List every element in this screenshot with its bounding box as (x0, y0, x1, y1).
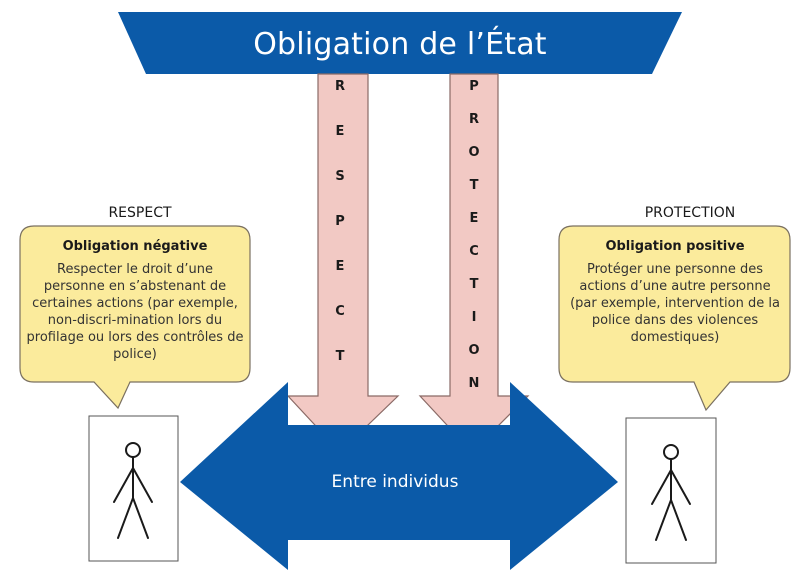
right-heading: PROTECTION (644, 205, 736, 221)
respect-letter-0: R (334, 79, 345, 94)
respect-letter-3: P (335, 214, 345, 229)
left-stick-figure-icon (113, 442, 153, 539)
protection-letter-6: T (469, 277, 479, 292)
banner-shape (118, 12, 682, 74)
protection-letter-0: P (469, 79, 479, 94)
respect-letter-1: E (335, 124, 345, 139)
protection-letter-4: E (469, 211, 479, 226)
protection-letter-9: N (468, 376, 480, 391)
respect-letter-5: C (335, 304, 345, 319)
respect-letter-4: E (335, 259, 345, 274)
right-stick-figure-icon (651, 444, 691, 541)
respect-letter-2: S (335, 169, 345, 184)
left-bubble-text: Respecter le droit d’une personne en s’a… (26, 262, 244, 362)
banner-title: Obligation de l’État (253, 26, 547, 62)
left-heading: RESPECT (108, 205, 172, 221)
right-bubble-text: Protéger une personne des actions d’une … (570, 262, 780, 345)
left-speech-bubble (19, 225, 251, 410)
protection-letter-1: R (468, 112, 479, 127)
protection-arrow (418, 73, 530, 453)
respect-arrow (286, 73, 400, 453)
right-bubble-content: Obligation positive Protéger une personn… (566, 238, 784, 346)
protection-letter-2: O (468, 145, 480, 160)
left-bubble-content: Obligation négative Respecter le droit d… (26, 238, 244, 363)
left-bubble-title: Obligation négative (62, 239, 208, 254)
right-bubble-title: Obligation positive (605, 239, 745, 254)
protection-letter-5: C (469, 244, 479, 259)
protection-letter-3: T (469, 178, 479, 193)
right-speech-bubble (558, 225, 791, 412)
double-arrow-shape (180, 382, 618, 570)
protection-letter-7: I (471, 310, 477, 325)
respect-letter-6: T (335, 349, 345, 364)
double-arrow-label: Entre individus (331, 472, 459, 492)
protection-letter-8: O (468, 343, 480, 358)
